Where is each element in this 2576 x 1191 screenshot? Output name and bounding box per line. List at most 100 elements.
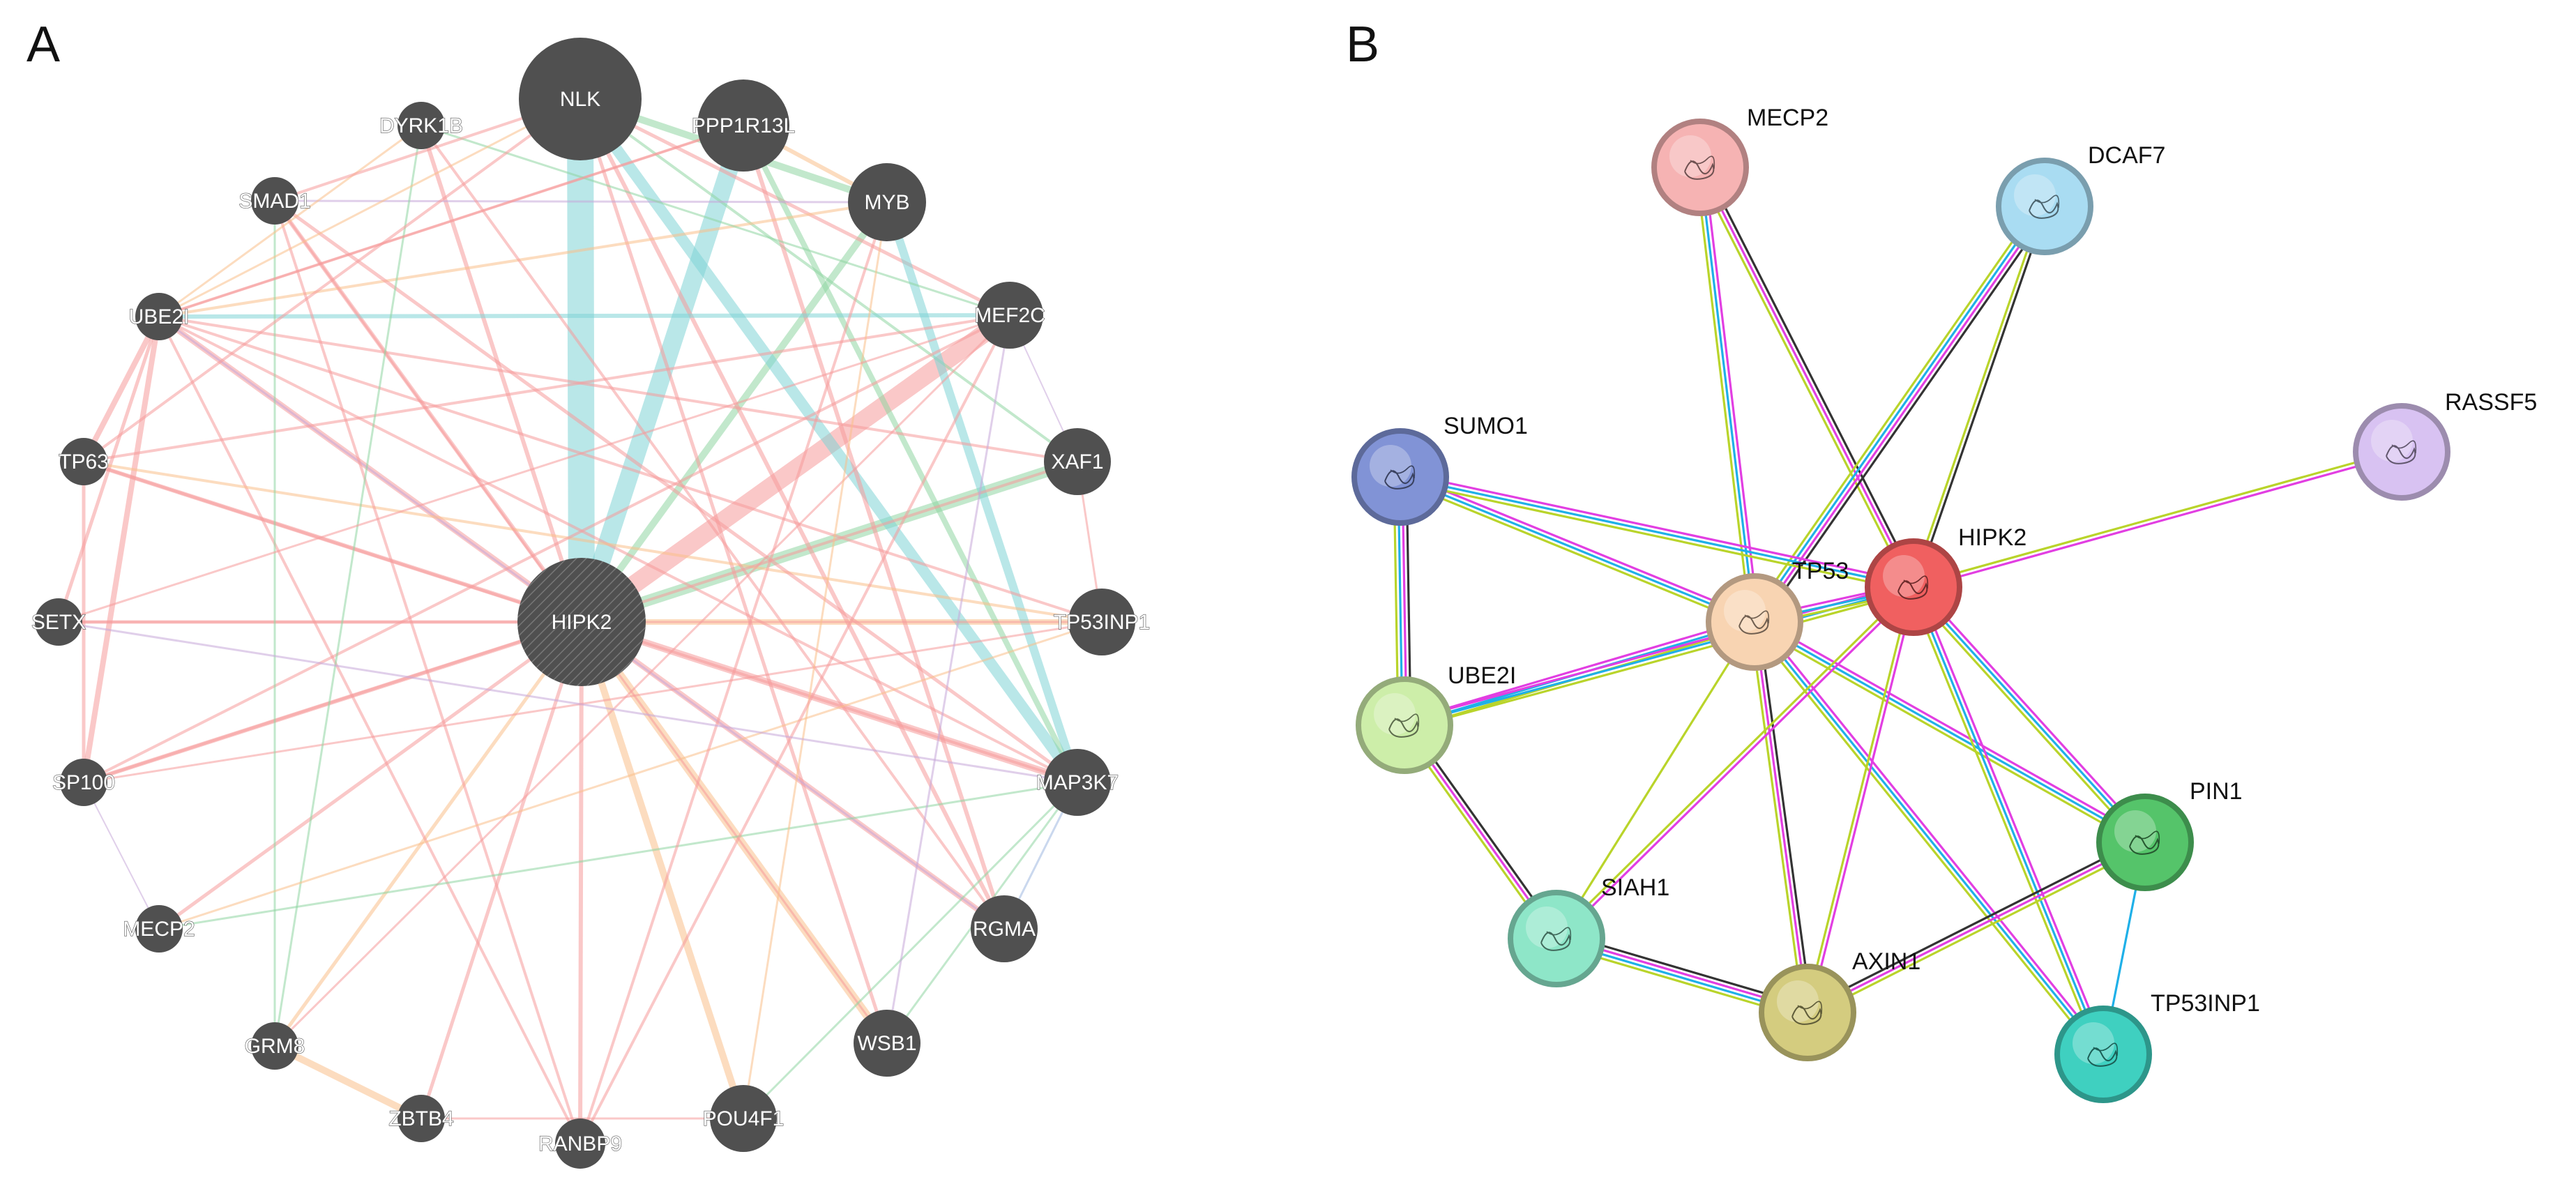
network-a-edges [56,86,1105,1146]
node-b-axin1[interactable]: AXIN1 [1759,948,1920,1061]
edge-setx-mef2c [57,314,1011,623]
node-a-smad1[interactable]: SMAD1 [238,177,311,225]
edge-pou4f1-myb [742,201,888,1120]
edge-sp100-mef2c [82,314,1011,784]
node-b-tp53inp1-highlight [2073,1022,2114,1064]
edge-b-tp53-pin1-database [1754,621,2146,844]
node-a-setx[interactable]: SETX [31,598,86,646]
node-b-tp53inp1-label: TP53INP1 [2151,990,2260,1017]
edge-nlk-rgma [578,97,1006,931]
node-a-ranbp9[interactable]: RANBP9 [538,1118,623,1169]
edge-b-tp53-siah1-textmining [1555,621,1756,939]
node-a-ppp1r13l-label: PPP1R13L [692,114,795,137]
edge-b-sumo1-tp53-experimental [1401,471,1757,619]
node-b-rassf5-highlight [2371,420,2413,462]
node-a-ranbp9-label: RANBP9 [538,1132,622,1155]
edge-ube2i-xaf1 [158,315,1079,463]
node-a-sp100[interactable]: SP100 [52,759,116,806]
node-a-xaf1[interactable]: XAF1 [1044,428,1111,495]
edge-b-axin1-pin1-experimental [1807,841,2146,1014]
edge-ppp1r13l-ube2i [158,124,745,318]
edge-b-tp53-axin1-experimental [1753,621,1809,1013]
node-a-map3k7[interactable]: MAP3K7 [1036,749,1119,816]
edge-dyrk1b-grm8 [273,124,423,1047]
edge-nlk-map3k7 [575,93,1083,788]
protein-structure-icon [1897,575,1929,600]
node-b-pin1[interactable]: PIN1 [2096,778,2243,891]
panel-a-letter: A [26,17,60,73]
node-a-tp53inp1[interactable]: TP53INP1 [1053,589,1151,655]
edge-b-sumo1-hipk2-database [1400,476,1914,589]
node-a-pou4f1[interactable]: POU4F1 [702,1085,785,1152]
edge-b-hipk2-pin1-experimental [1916,583,2149,841]
node-b-mecp2[interactable]: MECP2 [1651,105,1828,216]
node-a-tp63[interactable]: TP63 [59,438,109,485]
edge-b-mecp2-hipk2 [1695,165,1918,590]
edge-b-hipk2-axin1-textmining [1804,586,1913,1012]
panel-b-letter: B [1346,17,1379,73]
edge-b-mecp2-tp53-database [1699,167,1756,623]
node-b-pin1-circle [2096,794,2194,891]
node-b-dcaf7[interactable]: DCAF7 [1996,142,2165,255]
edge-dyrk1b-ube2i [158,124,423,318]
node-b-siah1-highlight [1526,906,1568,948]
node-a-pou4f1-label: POU4F1 [703,1107,785,1130]
node-a-nlk[interactable]: NLK [519,38,642,160]
node-a-dyrk1b[interactable]: DYRK1B [379,102,464,149]
node-b-ube2i-circle [1356,676,1453,774]
edge-b-hipk2-tp53inp1-experimental [1916,585,2109,1054]
edge-tp63-nlk [82,98,582,463]
edge-ube2i-tp63 [81,314,162,464]
edge-nlk-mef2c [578,97,1012,317]
node-b-rassf5-label: RASSF5 [2445,389,2537,416]
node-a-mef2c[interactable]: MEF2C [974,282,1045,349]
node-b-hipk2[interactable]: HIPK2 [1865,524,2026,636]
protein-structure-icon [1384,465,1416,490]
node-b-tp53-highlight [1724,590,1766,632]
node-a-grm8[interactable]: GRM8 [244,1022,305,1070]
node-a-mecp2[interactable]: MECP2 [123,905,195,953]
edge-myb-ube2i [158,201,888,318]
node-b-mecp2-highlight [1669,135,1711,177]
edge-b-hipk2-pin1 [1909,583,2149,847]
node-a-mecp2-circle [135,905,183,953]
protein-structure-icon [2029,195,2060,219]
node-a-rgma[interactable]: RGMA [971,895,1038,962]
node-b-sumo1[interactable]: SUMO1 [1351,413,1528,526]
edge-b-axin1-pin1-textmining [1808,844,2148,1017]
edge-b-hipk2-siah1-textmining [1554,584,1914,939]
node-b-ube2i[interactable]: UBE2I [1356,662,1516,774]
node-a-wsb1[interactable]: WSB1 [854,1010,920,1077]
edge-hipk2-pou4f1 [578,619,747,1122]
node-b-tp53inp1[interactable]: TP53INP1 [2054,990,2260,1103]
node-a-myb[interactable]: MYB [848,163,926,241]
edge-wsb1-mef2c [886,314,1011,1045]
node-a-zbtb4[interactable]: ZBTB4 [388,1095,454,1142]
edge-dyrk1b-mef2c [420,124,1011,317]
node-a-nlk-circle [519,38,642,160]
node-a-hipk2[interactable]: HIPK2 [517,558,646,686]
edge-b-tp53-pin1-textmining [1752,624,2144,847]
node-a-wsb1-circle [854,1010,920,1077]
node-b-tp53[interactable]: TP53 [1706,558,1849,671]
node-b-rassf5-circle [2353,403,2450,501]
node-a-myb-circle [848,163,926,241]
node-b-siah1[interactable]: SIAH1 [1508,874,1669,987]
edge-ranbp9-mef2c [579,314,1011,1145]
edge-b-ube2i-tp53-experimental [1402,616,1754,722]
edge-b-sumo1-tp53 [1398,471,1757,628]
node-a-ube2i[interactable]: UBE2I [128,293,190,340]
node-a-mef2c-circle [976,282,1043,349]
edge-b-dcaf7-hipk2-textmining [1910,205,2044,587]
node-a-ube2i-label: UBE2I [129,305,190,328]
node-a-ppp1r13l[interactable]: PPP1R13L [691,79,796,172]
node-a-map3k7-label: MAP3K7 [1036,771,1119,794]
node-b-axin1-circle [1759,964,1856,1061]
node-b-rassf5[interactable]: RASSF5 [2353,389,2537,501]
edge-b-rassf5-hipk2-experimental [1914,453,2403,591]
edge-b-tp53-tp53inp1-textmining [1750,623,2101,1058]
edge-b-hipk2-siah1 [1554,584,1916,941]
edge-b-tp53-pin1 [1752,617,2148,847]
